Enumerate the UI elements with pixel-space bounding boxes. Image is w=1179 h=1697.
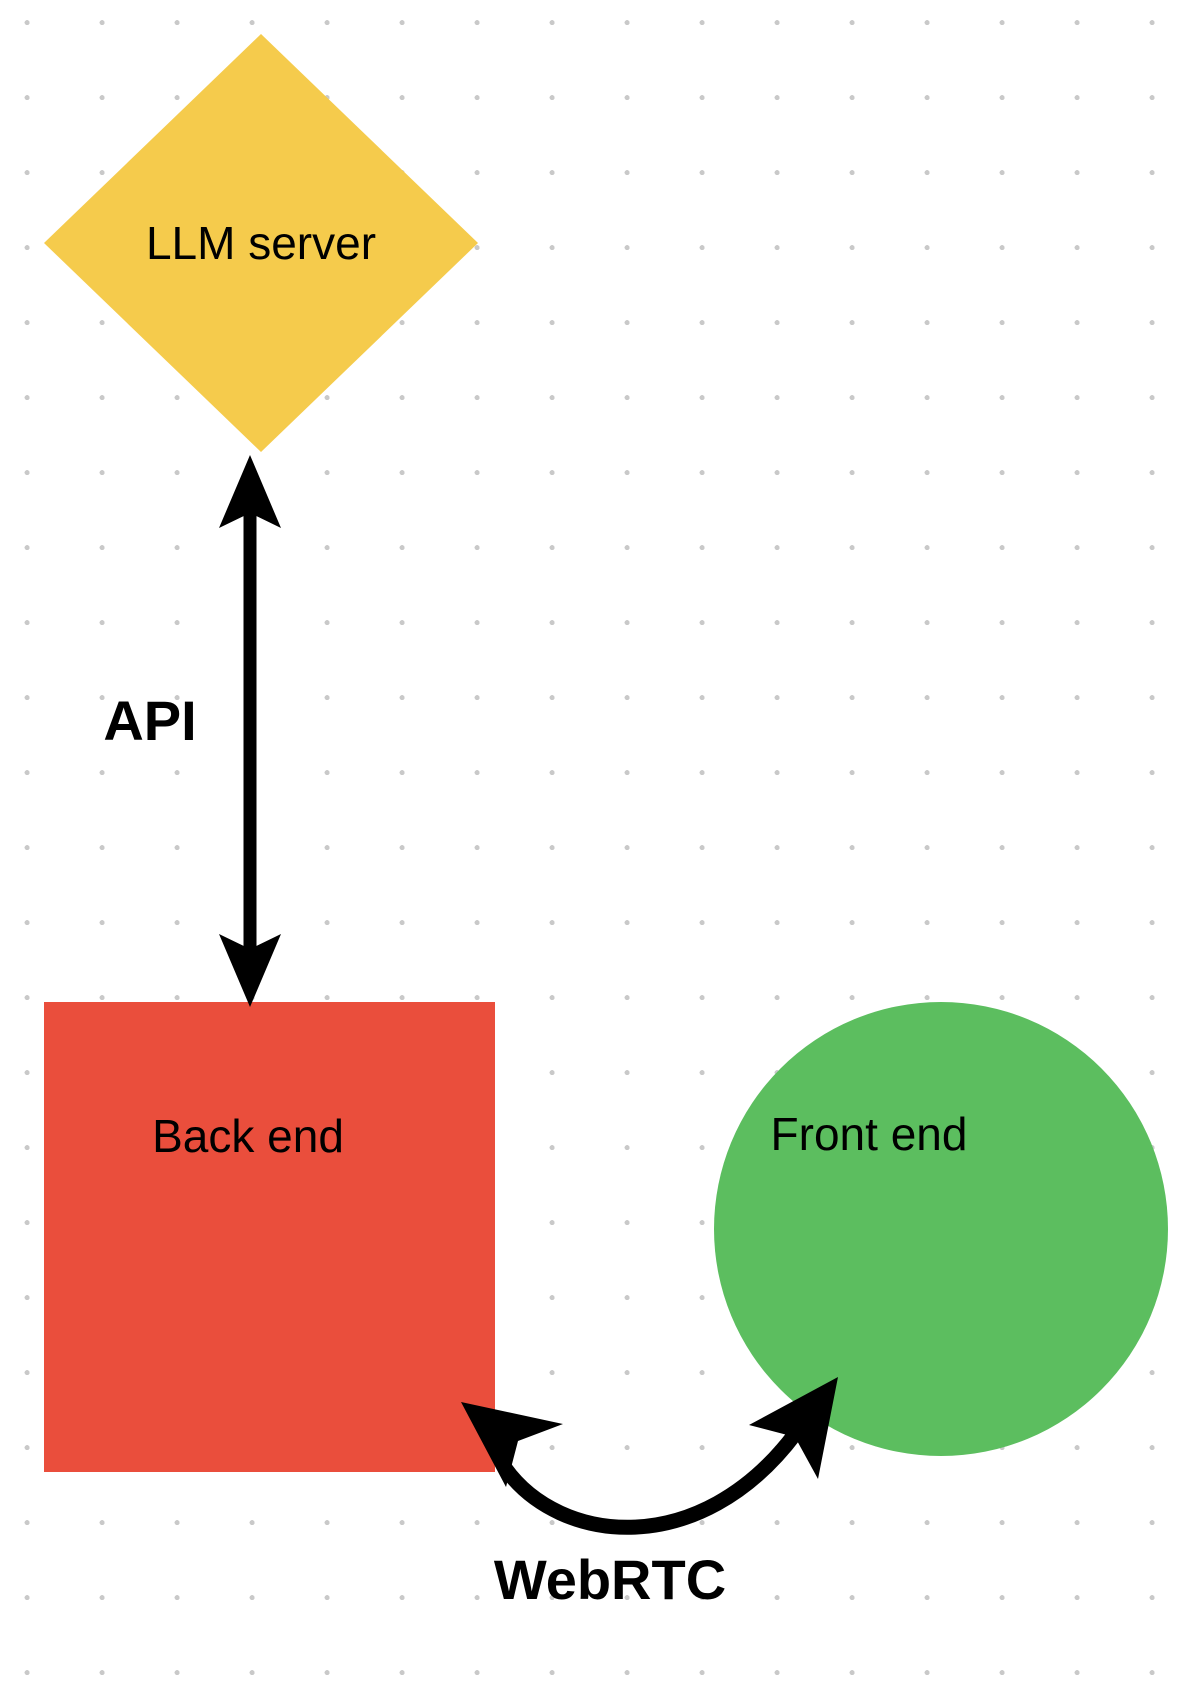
node-front-end-circle[interactable] [714, 1002, 1168, 1456]
node-llm-server-diamond[interactable] [44, 34, 478, 452]
edge-webrtc-arrowhead-left [461, 1402, 563, 1487]
edge-api-arrowhead-down [219, 934, 281, 1007]
node-back-end-square[interactable] [44, 1002, 495, 1472]
edge-webrtc-arrowhead-right [749, 1377, 838, 1479]
edge-webrtc-curve [498, 1429, 801, 1535]
edge-api-arrowhead-up [219, 455, 281, 528]
edge-api[interactable] [219, 455, 281, 1007]
edge-webrtc[interactable] [461, 1377, 838, 1535]
